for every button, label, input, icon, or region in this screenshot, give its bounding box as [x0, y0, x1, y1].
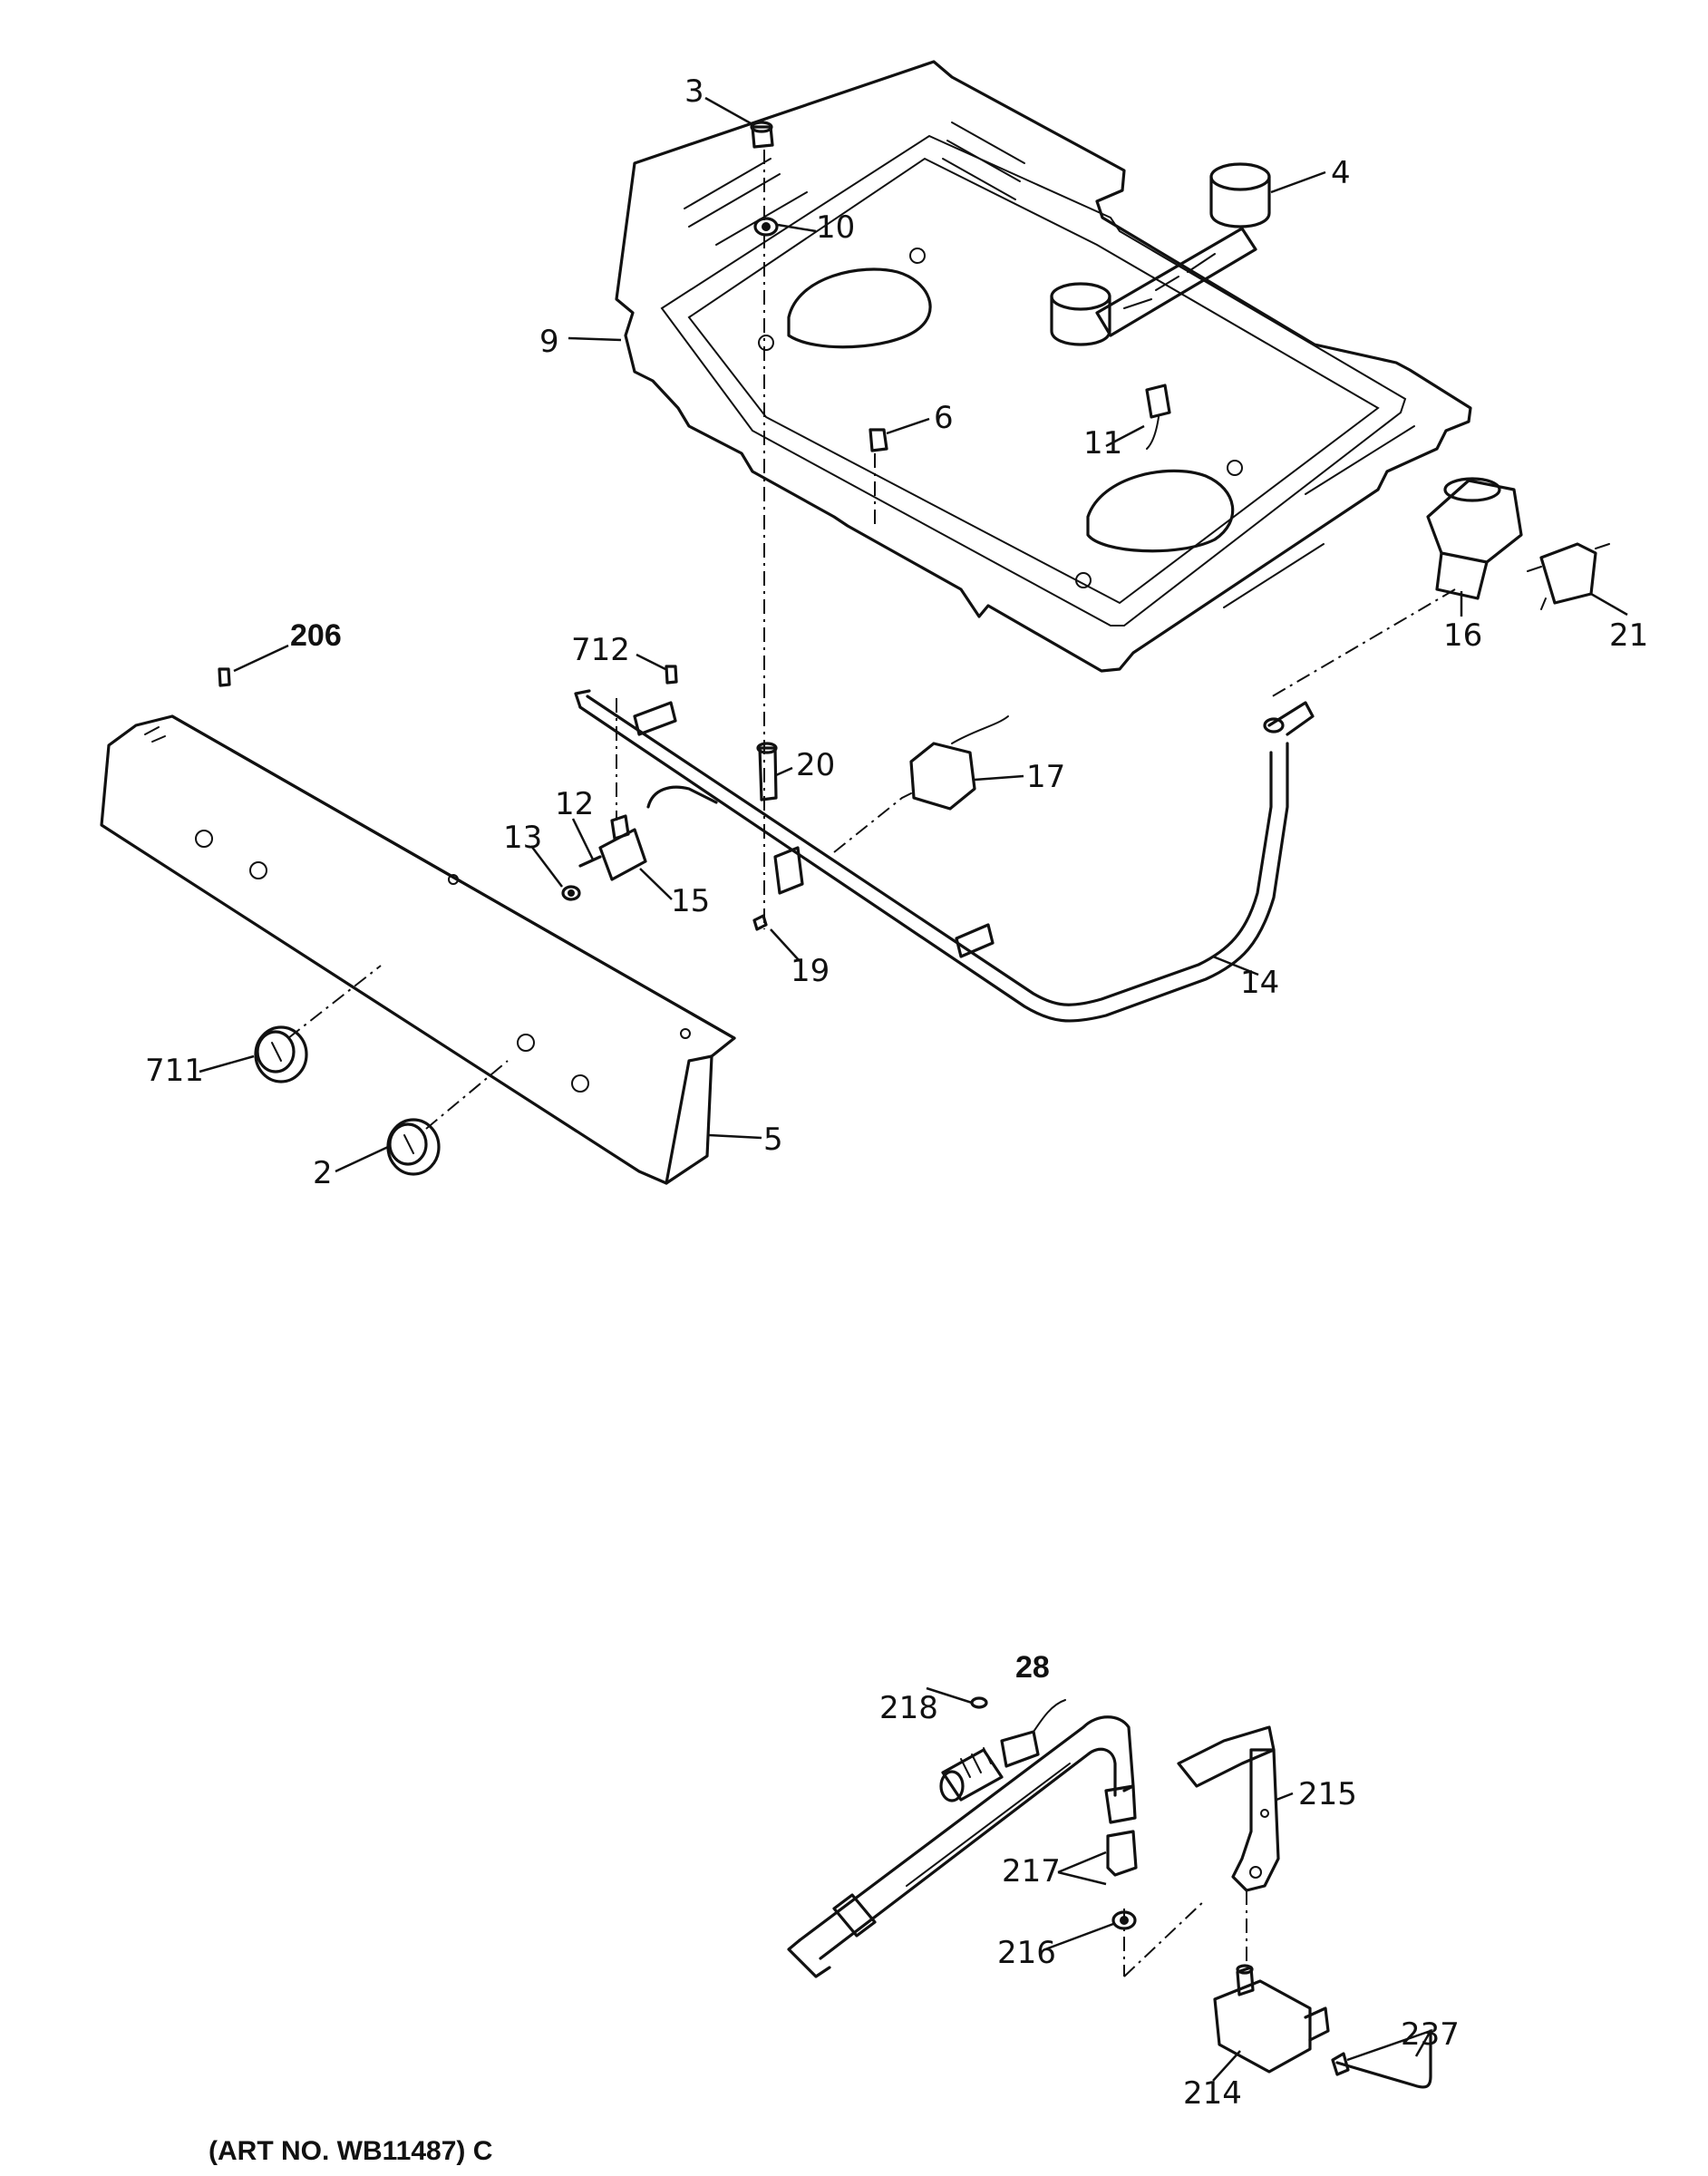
callout-13: 13	[503, 820, 542, 856]
callout-10: 10	[816, 209, 855, 246]
art-number: (ART NO. WB11487) C	[209, 2136, 492, 2166]
callout-711: 711	[145, 1053, 204, 1089]
callout-216: 216	[997, 1935, 1056, 1971]
assembly-line-711	[287, 965, 382, 1039]
callout-17: 17	[1026, 759, 1065, 795]
control-panel-part-5	[100, 714, 736, 1185]
screw-part-206	[218, 667, 231, 687]
igniter-part-218	[939, 1699, 1066, 1802]
callout-14: 14	[1240, 965, 1279, 1001]
callout-214: 214	[1183, 2075, 1242, 2112]
callout-12: 12	[555, 786, 594, 822]
callout-6: 6	[934, 400, 954, 436]
grommet-part-3	[750, 121, 774, 149]
nut-part-10	[753, 217, 779, 237]
manifold-part-14	[574, 689, 1315, 1023]
leader-lines	[199, 96, 1628, 2082]
callout-712: 712	[571, 632, 630, 668]
callout-20: 20	[796, 747, 835, 783]
callout-5: 5	[763, 1122, 783, 1158]
tube-part-237	[1331, 2029, 1432, 2089]
pressure-regulator-part-16	[1426, 477, 1523, 600]
assembly-line-216-215	[1123, 1899, 1207, 1977]
broil-burner-assembly	[787, 1715, 1138, 1978]
screw-part-19	[752, 914, 768, 931]
valve-part-15	[578, 814, 647, 881]
ignition-switch-part-17	[901, 715, 1009, 811]
clip-part-11	[1145, 384, 1171, 450]
callout-16: 16	[1443, 617, 1482, 654]
assembly-line-17	[833, 797, 903, 853]
knob-part-711	[254, 1025, 308, 1083]
valve-assembly-part-4	[1050, 162, 1271, 346]
valve-part-214	[1213, 1964, 1330, 2074]
callout-206: 206	[290, 618, 342, 653]
screw-part-6	[869, 428, 888, 452]
callout-237: 237	[1401, 2016, 1460, 2053]
callout-19: 19	[791, 953, 830, 989]
bracket-part-215	[1177, 1725, 1280, 1892]
callout-4: 4	[1331, 155, 1351, 191]
callout-9: 9	[539, 324, 559, 360]
callout-21: 21	[1609, 617, 1648, 654]
callout-217: 217	[1002, 1853, 1061, 1889]
callout-11: 11	[1083, 425, 1122, 461]
assembly-line-2	[425, 1060, 509, 1130]
callout-3: 3	[684, 73, 704, 110]
nut-part-13	[561, 885, 581, 901]
callout-215: 215	[1298, 1776, 1357, 1812]
knob-part-2	[386, 1118, 441, 1176]
orifice-part-20	[756, 742, 778, 801]
callout-218: 218	[879, 1690, 938, 1726]
burner-box-part-9	[615, 60, 1472, 673]
screw-part-28	[970, 1696, 988, 1709]
callout-15: 15	[671, 883, 710, 919]
assembly-line-16-14	[1268, 588, 1456, 699]
switch-part-21	[1527, 542, 1610, 610]
callout-28: 28	[1015, 1650, 1050, 1685]
callout-2: 2	[313, 1155, 333, 1191]
screw-part-712	[665, 665, 678, 685]
